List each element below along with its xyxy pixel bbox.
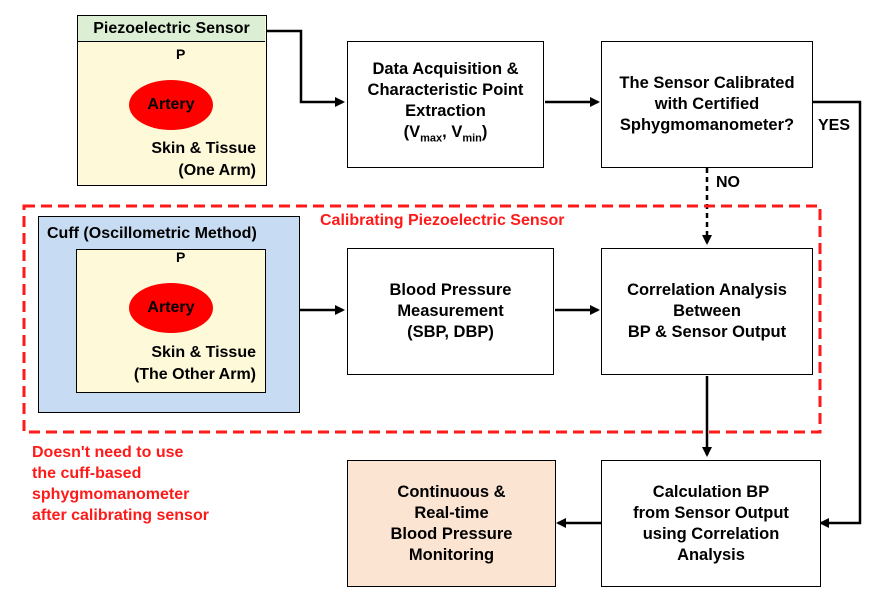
- artery-label: Artery: [147, 96, 195, 113]
- yes-label: YES: [818, 117, 851, 134]
- sensor-check-line1: The Sensor Calibrated: [619, 74, 795, 92]
- pressure-label: P: [176, 46, 186, 62]
- calculation-line3: using Correlation: [642, 524, 780, 543]
- voltage-points: (Vmax, Vmin): [403, 123, 488, 145]
- artery-shape: Artery: [129, 80, 213, 130]
- calibration-region-title: Calibrating Piezoelectric Sensor: [320, 212, 565, 229]
- sensor-calibrated-check-box: The Sensor Calibrated with Certified Sph…: [601, 41, 813, 168]
- voltage-separator: ,: [442, 123, 452, 142]
- piezo-sensor-header: Piezoelectric Sensor: [78, 16, 265, 42]
- cuff-tissue-label-line2: (The Other Arm): [133, 366, 256, 383]
- sensor-check-line2: with Certified: [654, 95, 760, 113]
- calculation-line1: Calculation BP: [652, 482, 770, 501]
- sensor-check-line3: Sphygmomanometer?: [619, 116, 795, 134]
- vmax-subscript: max: [420, 132, 443, 145]
- data-acquisition-line2: Characteristic Point: [367, 81, 524, 100]
- cuff-note-line3: sphygmomanometer: [32, 486, 190, 503]
- cuff-tissue-label-line1: Skin & Tissue: [151, 344, 256, 361]
- calibration-region: [22, 204, 822, 434]
- correlation-line1: Correlation Analysis: [627, 281, 787, 299]
- cuff-tissue-label: Skin & Tissue (The Other Arm): [100, 342, 256, 386]
- tissue-label-line1: Skin & Tissue: [151, 140, 256, 157]
- bp-measurement-line1: Blood Pressure: [389, 281, 512, 299]
- cuff-panel: Cuff (Oscillometric Method): [38, 216, 300, 413]
- monitoring-line1: Continuous &: [397, 482, 506, 501]
- correlation-line2: Between: [673, 302, 741, 320]
- monitoring-line3: Blood Pressure: [390, 524, 513, 543]
- monitoring-box: Continuous & Real-time Blood Pressure Mo…: [347, 460, 556, 587]
- data-acquisition-line1: Data Acquisition &: [372, 60, 519, 79]
- bp-measurement-line2: Measurement: [397, 302, 504, 320]
- tissue-label-line2: (One Arm): [178, 162, 256, 179]
- cuff-panel-header: Cuff (Oscillometric Method): [47, 225, 257, 242]
- correlation-analysis-box: Correlation Analysis Between BP & Sensor…: [601, 248, 813, 375]
- calculation-line2: from Sensor Output: [633, 503, 789, 522]
- tissue-label: Skin & Tissue (One Arm): [110, 138, 256, 182]
- monitoring-line4: Monitoring: [408, 545, 495, 564]
- bp-measurement-line3: (SBP, DBP): [407, 323, 494, 341]
- data-acquisition-box: Data Acquisition & Characteristic Point …: [347, 41, 544, 168]
- monitoring-line2: Real-time: [414, 503, 489, 522]
- no-label: NO: [716, 174, 740, 191]
- cuff-artery-label: Artery: [147, 299, 195, 316]
- cuff-note-line4: after calibrating sensor: [32, 507, 209, 524]
- data-acquisition-line3: Extraction: [405, 102, 486, 121]
- correlation-line3: BP & Sensor Output: [627, 323, 787, 341]
- cuff-pressure-label: P: [176, 249, 186, 265]
- vmin-subscript: min: [462, 132, 482, 145]
- cuff-note: Doesn't need to use the cuff-based sphyg…: [32, 442, 209, 526]
- bp-measurement-box: Blood Pressure Measurement (SBP, DBP): [347, 248, 554, 375]
- cuff-note-line2: the cuff-based: [32, 465, 142, 482]
- arrow-yes-path: [812, 100, 862, 528]
- cuff-artery-shape: Artery: [129, 283, 213, 333]
- calculation-line4: Analysis: [677, 545, 745, 564]
- arrow-sensor-to-acquisition: [266, 29, 345, 107]
- vmax-symbol: V: [409, 123, 421, 142]
- calculation-bp-box: Calculation BP from Sensor Output using …: [601, 460, 821, 587]
- cuff-note-line1: Doesn't need to use: [32, 444, 184, 461]
- vmin-symbol: V: [451, 123, 463, 142]
